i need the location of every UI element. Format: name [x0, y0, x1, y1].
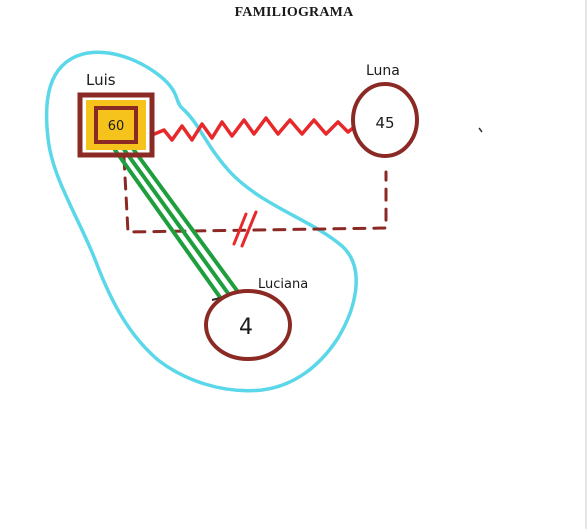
union-relation-line: [122, 156, 388, 234]
luis-name-label: Luis: [86, 71, 116, 89]
stray-mark: [478, 127, 483, 133]
luna-age: 45: [375, 114, 394, 132]
person-luna: 45: [351, 82, 419, 158]
page-title: FAMILIOGRAMA: [234, 5, 354, 20]
close-bond-lines: [113, 144, 240, 302]
separation-mark: [232, 210, 258, 248]
index-square-inner: [94, 106, 138, 144]
luna-name-label: Luna: [366, 63, 400, 79]
luciana-name-label: Luciana: [258, 277, 308, 292]
person-luciana: 4: [204, 289, 292, 361]
luis-age: 60: [108, 119, 125, 134]
luna-circle: [351, 82, 419, 158]
index-square-outer: [77, 92, 155, 158]
luciana-circle: [204, 289, 292, 361]
household-boundary: [44, 50, 358, 393]
person-luis: 60: [77, 92, 155, 158]
luciana-age: 4: [239, 315, 253, 340]
conflict-relation-line: [150, 116, 360, 142]
